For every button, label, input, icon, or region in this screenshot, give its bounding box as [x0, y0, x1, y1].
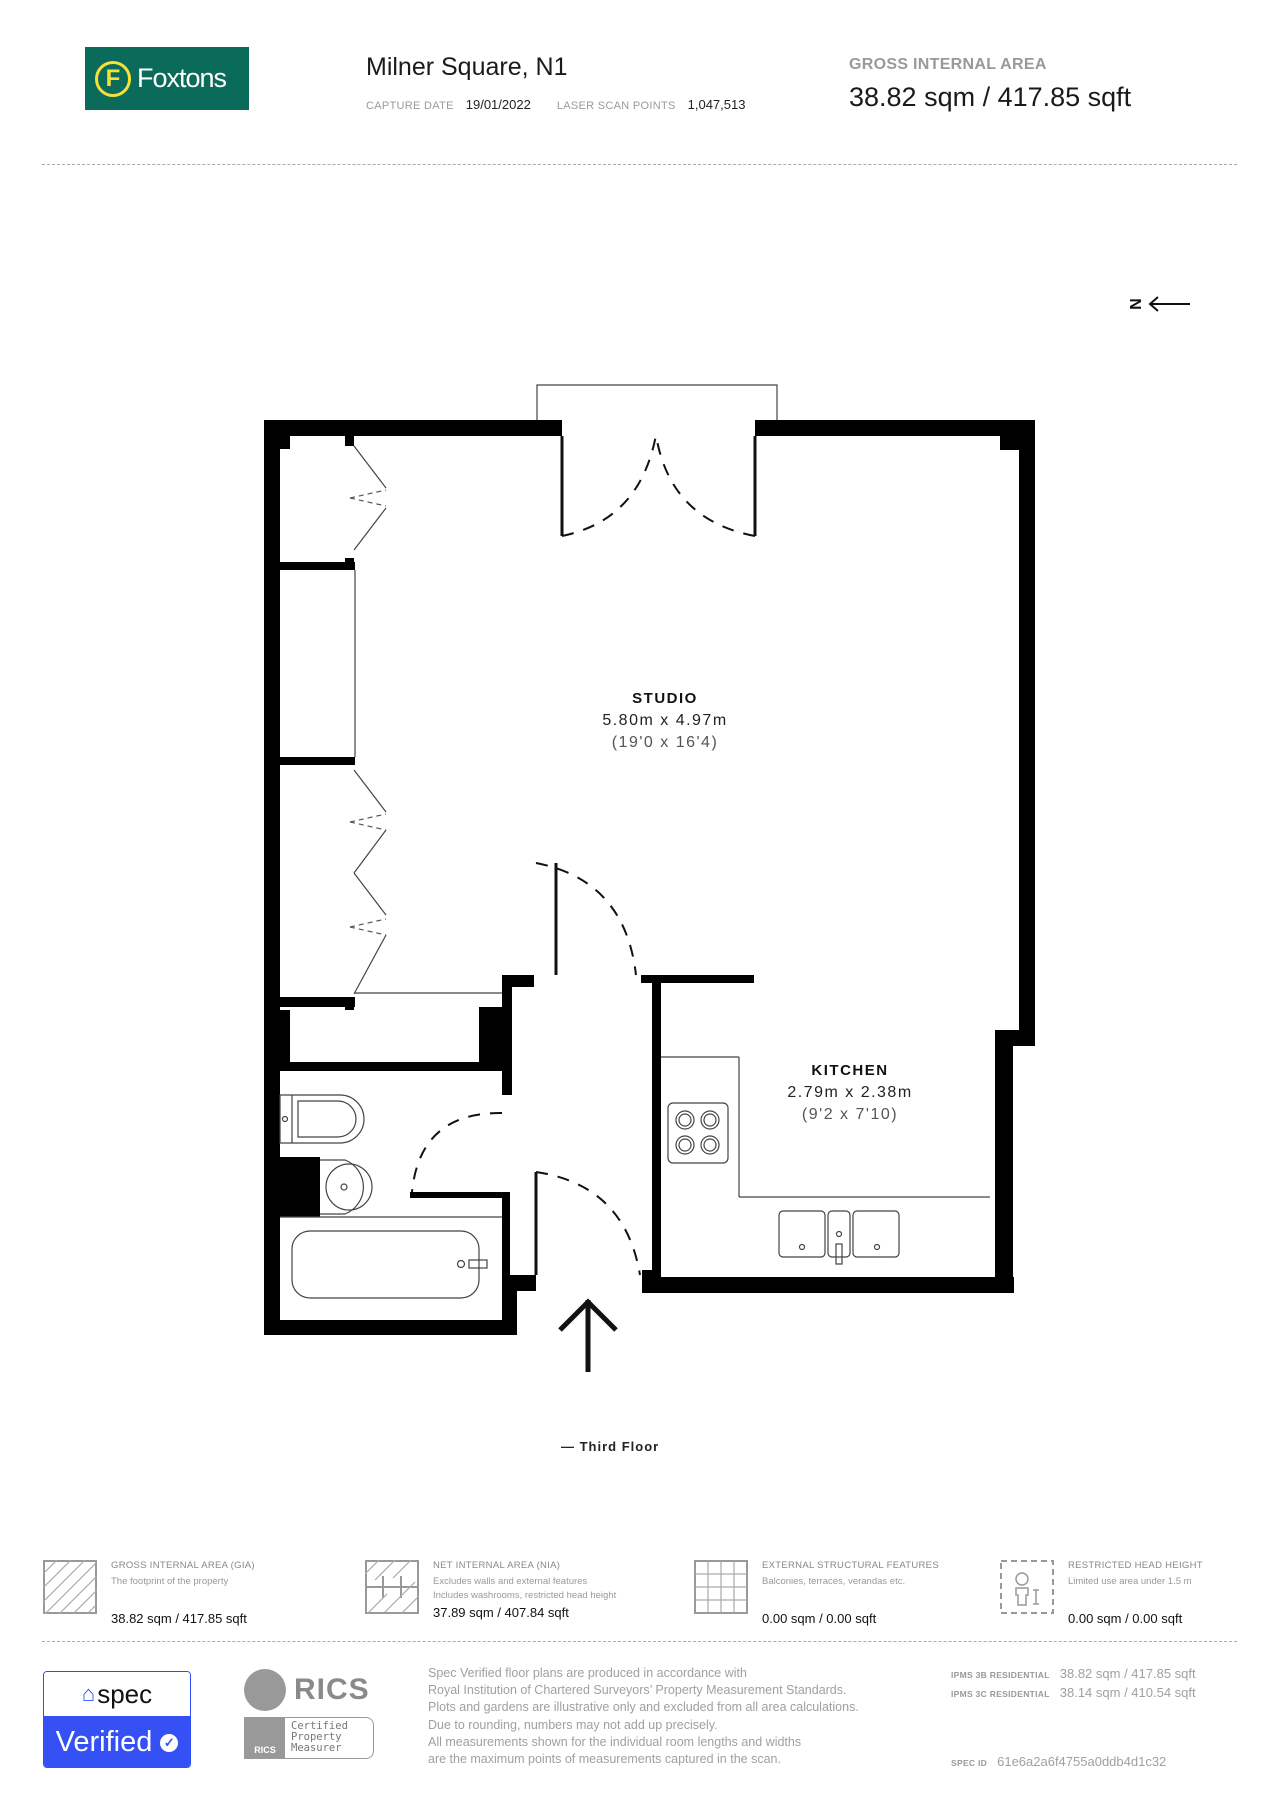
- verified-label: Verified: [55, 1726, 153, 1758]
- rics-certified-badge: RICS Certified Property Measurer: [244, 1717, 374, 1759]
- rics-wordmark: RICS: [294, 1673, 370, 1706]
- disclaimer-line: are the maximum points of measurements c…: [428, 1752, 781, 1767]
- disclaimer-line: Due to rounding, numbers may not add up …: [428, 1717, 718, 1732]
- legend-value: 0.00 sqm / 0.00 sqft: [1068, 1611, 1183, 1626]
- foxtons-wordmark: Foxtons: [137, 63, 227, 93]
- property-title: Milner Square, N1: [366, 53, 568, 81]
- spec-id-label: SPEC ID: [951, 1758, 988, 1768]
- arrow-left-icon: [1148, 296, 1191, 312]
- scan-points: 1,047,513: [687, 97, 746, 112]
- spec-id: SPEC ID 61e6a2a6f4755a0ddb4d1c32: [951, 1754, 1166, 1769]
- arrow-up-icon: [558, 1298, 618, 1372]
- legend-title: EXTERNAL STRUCTURAL FEATURES: [762, 1560, 939, 1571]
- disclaimer: Spec Verified floor plans are produced i…: [428, 1665, 898, 1768]
- spec-house-icon: ⌂: [81, 1681, 96, 1706]
- room-studio: STUDIO 5.80m x 4.97m (19'0 x 16'4): [580, 690, 750, 752]
- room-kitchen: KITCHEN 2.79m x 2.38m (9'2 x 7'10): [770, 1062, 930, 1124]
- fixtures: [279, 384, 990, 1299]
- spec-wordmark: spec: [97, 1678, 153, 1709]
- ipms-value: 38.82 sqm / 417.85 sqft: [1059, 1666, 1196, 1681]
- room-dimensions-imperial: (19'0 x 16'4): [611, 734, 719, 751]
- legend-external: EXTERNAL STRUCTURAL FEATURES Balconies, …: [694, 1560, 939, 1626]
- walls: [264, 420, 1035, 1335]
- legend-title: GROSS INTERNAL AREA (GIA): [111, 1560, 255, 1571]
- legend-title: RESTRICTED HEAD HEIGHT: [1068, 1560, 1203, 1571]
- disclaimer-line: Royal Institution of Chartered Surveyors…: [428, 1683, 847, 1698]
- cert-line: Certified: [291, 1720, 348, 1732]
- room-name: KITCHEN: [811, 1062, 889, 1079]
- room-name: STUDIO: [632, 690, 698, 707]
- door-swings: [411, 434, 756, 1276]
- check-circle-icon: ✓: [160, 1733, 179, 1752]
- legend-value: 38.82 sqm / 417.85 sqft: [111, 1611, 247, 1626]
- scan-meta: CAPTURE DATE 19/01/2022 LASER SCAN POINT…: [366, 97, 771, 112]
- room-dimensions-metric: 2.79m x 2.38m: [787, 1084, 913, 1101]
- ipms-label: IPMS 3C RESIDENTIAL: [951, 1689, 1050, 1699]
- cert-line: Property: [291, 1731, 342, 1743]
- rics-lion-icon: [244, 1669, 286, 1711]
- hatched-plan-icon: [365, 1560, 419, 1614]
- floor-label: — Third Floor: [561, 1439, 660, 1454]
- ipms-value: 38.14 sqm / 410.54 sqft: [1059, 1685, 1196, 1700]
- scan-points-label: LASER SCAN POINTS: [556, 100, 676, 112]
- capture-date-label: CAPTURE DATE: [366, 100, 454, 112]
- legend-nia: NET INTERNAL AREA (NIA) Excludes walls a…: [365, 1560, 616, 1620]
- spec-id-value: 61e6a2a6f4755a0ddb4d1c32: [997, 1754, 1167, 1769]
- rics-logo: RICS RICS Certified Property Measurer: [244, 1669, 374, 1759]
- header-divider: [42, 164, 1237, 165]
- legend-desc: Excludes walls and external features: [433, 1576, 588, 1587]
- legend-desc: Includes washrooms, restricted head heig…: [433, 1590, 617, 1601]
- foxtons-logo: F Foxtons: [85, 47, 249, 110]
- wardrobe-swings: [349, 489, 387, 936]
- legend-title: NET INTERNAL AREA (NIA): [433, 1560, 561, 1571]
- legend-restricted-height: RESTRICTED HEAD HEIGHT Limited use area …: [1000, 1560, 1203, 1626]
- legend-desc: Balconies, terraces, verandas etc.: [762, 1576, 906, 1587]
- grid-icon: [694, 1560, 748, 1614]
- ipms-3b: IPMS 3B RESIDENTIAL 38.82 sqm / 417.85 s…: [951, 1666, 1196, 1681]
- legend-gia: GROSS INTERNAL AREA (GIA) The footprint …: [43, 1560, 255, 1626]
- legend-divider: [42, 1641, 1237, 1642]
- compass: N: [1126, 295, 1192, 313]
- disclaimer-line: Plots and gardens are illustrative only …: [428, 1700, 859, 1715]
- cert-line: Measurer: [291, 1742, 342, 1754]
- hatched-square-icon: [43, 1560, 97, 1614]
- foxtons-mark-icon: F: [95, 60, 131, 97]
- person-height-icon: [1000, 1560, 1054, 1614]
- legend-value: 37.89 sqm / 407.84 sqft: [433, 1605, 569, 1620]
- room-dimensions-metric: 5.80m x 4.97m: [602, 712, 728, 729]
- ipms-3c: IPMS 3C RESIDENTIAL 38.14 sqm / 410.54 s…: [951, 1685, 1196, 1700]
- disclaimer-line: Spec Verified floor plans are produced i…: [428, 1666, 747, 1680]
- rics-small-mark: RICS: [245, 1718, 285, 1758]
- legend-desc: Limited use area under 1.5 m: [1068, 1576, 1192, 1587]
- capture-date: 19/01/2022: [465, 97, 531, 112]
- ipms-label: IPMS 3B RESIDENTIAL: [951, 1670, 1050, 1680]
- room-dimensions-imperial: (9'2 x 7'10): [801, 1106, 899, 1123]
- legend-value: 0.00 sqm / 0.00 sqft: [762, 1611, 877, 1626]
- legend-desc: The footprint of the property: [111, 1576, 229, 1587]
- gia-label: GROSS INTERNAL AREA: [849, 56, 1047, 73]
- spec-verified-badge: ⌂spec Verified ✓: [43, 1671, 191, 1768]
- disclaimer-line: All measurements shown for the individua…: [428, 1734, 802, 1749]
- gia-value: 38.82 sqm / 417.85 sqft: [849, 82, 1132, 112]
